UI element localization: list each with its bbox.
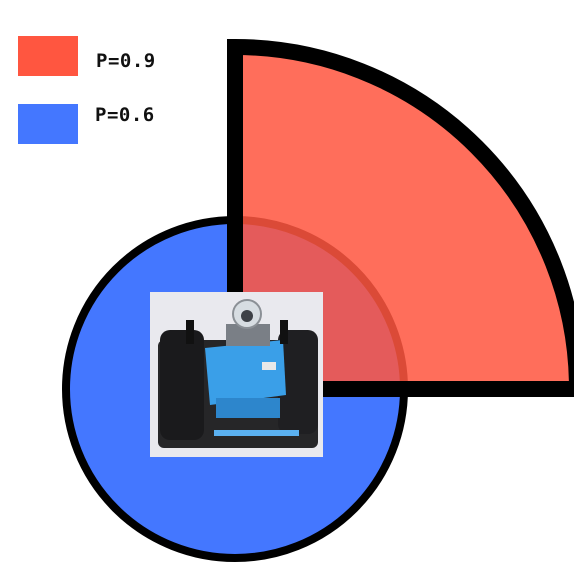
robot-icon [150, 292, 323, 457]
legend-swatch-p06 [18, 104, 78, 144]
legend-label-p06: P=0.6 [95, 104, 155, 126]
legend-label-p09: P=0.9 [96, 50, 156, 72]
legend-swatch-p09 [18, 36, 78, 76]
